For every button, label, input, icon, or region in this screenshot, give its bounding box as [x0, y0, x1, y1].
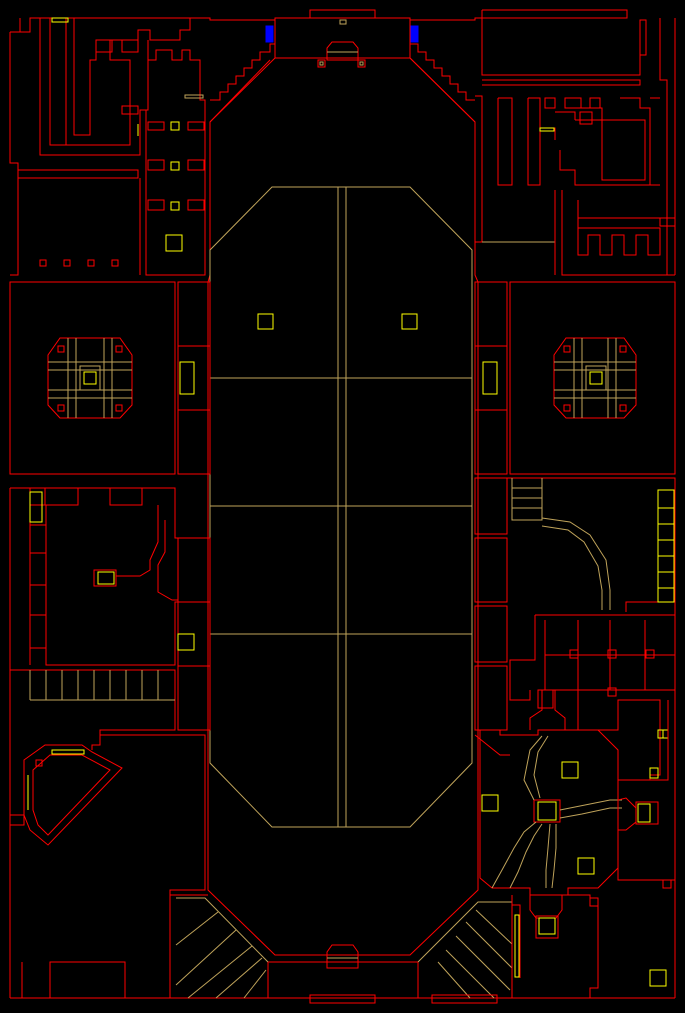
blue-door-right	[410, 25, 419, 43]
bottom-stairs	[170, 894, 513, 1004]
top-right-complex	[475, 10, 676, 276]
top-left-complex	[18, 17, 206, 276]
right-cave-room	[474, 689, 659, 978]
left-lower-room	[9, 487, 210, 666]
arena-side-pillars	[177, 281, 508, 731]
right-lower-complex	[478, 477, 676, 998]
central-arena	[207, 9, 479, 1004]
right-round-room	[509, 281, 676, 475]
left-round-room	[9, 281, 176, 475]
left-bottom-area	[10, 669, 206, 999]
blue-door-left	[265, 25, 274, 43]
